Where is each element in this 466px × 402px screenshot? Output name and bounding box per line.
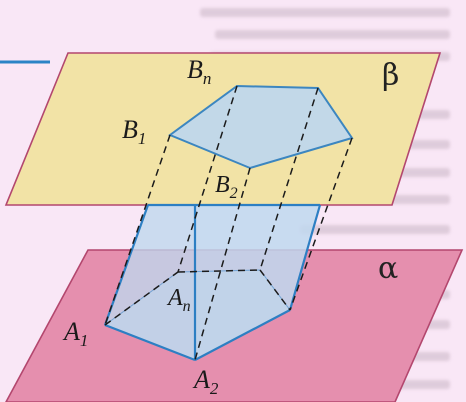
label-b2: B2 [215, 172, 238, 202]
label-a2: A2 [192, 365, 219, 398]
label-plane-beta: β [382, 58, 399, 93]
label-a1: A1 [62, 317, 88, 350]
label-an: An [166, 285, 191, 315]
label-plane-alpha: α [378, 251, 398, 286]
label-bn: Bn [187, 55, 211, 88]
prism-top-face [167, 84, 354, 170]
prism-hidden-edges [104, 85, 353, 361]
label-b1: B1 [122, 115, 146, 148]
prism-visible-edges [103, 203, 322, 362]
